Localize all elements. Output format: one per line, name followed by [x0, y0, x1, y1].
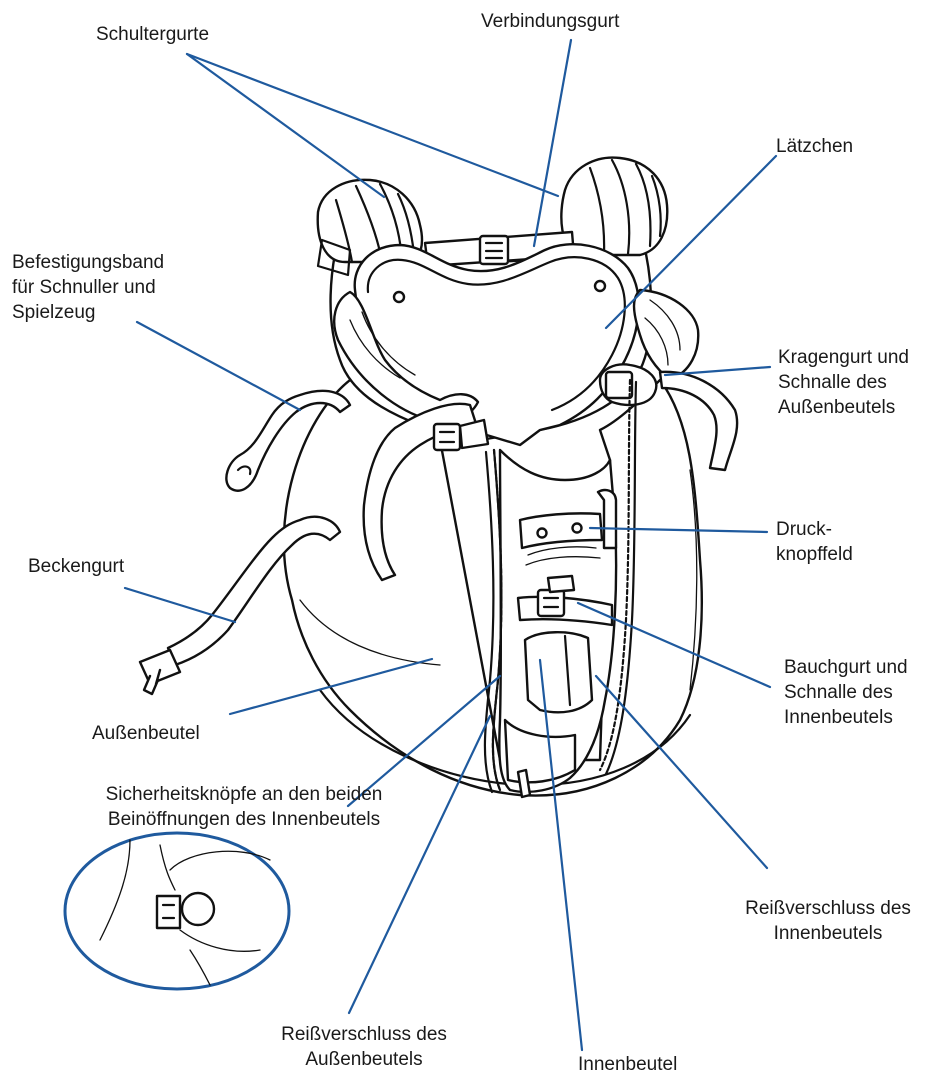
shoulder-strap-right	[561, 158, 667, 255]
collar-right	[634, 290, 698, 380]
label-reissverschluss-innen: Reißverschluss des Innenbeutels	[728, 896, 928, 946]
label-beckengurt: Beckengurt	[28, 554, 124, 579]
label-schultergurte: Schultergurte	[96, 22, 209, 47]
label-aussenbeutel: Außenbeutel	[92, 721, 200, 746]
inner-bag	[499, 450, 616, 792]
label-sicherheitsknoepfe: Sicherheitsknöpfe an den beiden Beinöffn…	[72, 782, 416, 832]
leader-befestigungsband	[137, 322, 300, 410]
label-reissverschluss-aussen: Reißverschluss des Außenbeutels	[262, 1022, 466, 1072]
label-kragengurt: Kragengurt und Schnalle des Außenbeutels	[778, 345, 909, 420]
label-laetzchen: Lätzchen	[776, 134, 853, 159]
leader-schultergurte-2	[187, 54, 558, 196]
label-bauchgurt: Bauchgurt und Schnalle des Innenbeutels	[784, 655, 908, 730]
label-innenbeutel: Innenbeutel	[578, 1052, 677, 1077]
safety-button-detail	[65, 833, 289, 989]
label-druckknopffeld: Druck- knopffeld	[776, 517, 853, 567]
leader-schultergurte-1	[187, 54, 384, 197]
label-befestigungsband: Befestigungsband für Schnuller und Spiel…	[12, 250, 164, 325]
label-verbindungsgurt: Verbindungsgurt	[481, 9, 619, 34]
